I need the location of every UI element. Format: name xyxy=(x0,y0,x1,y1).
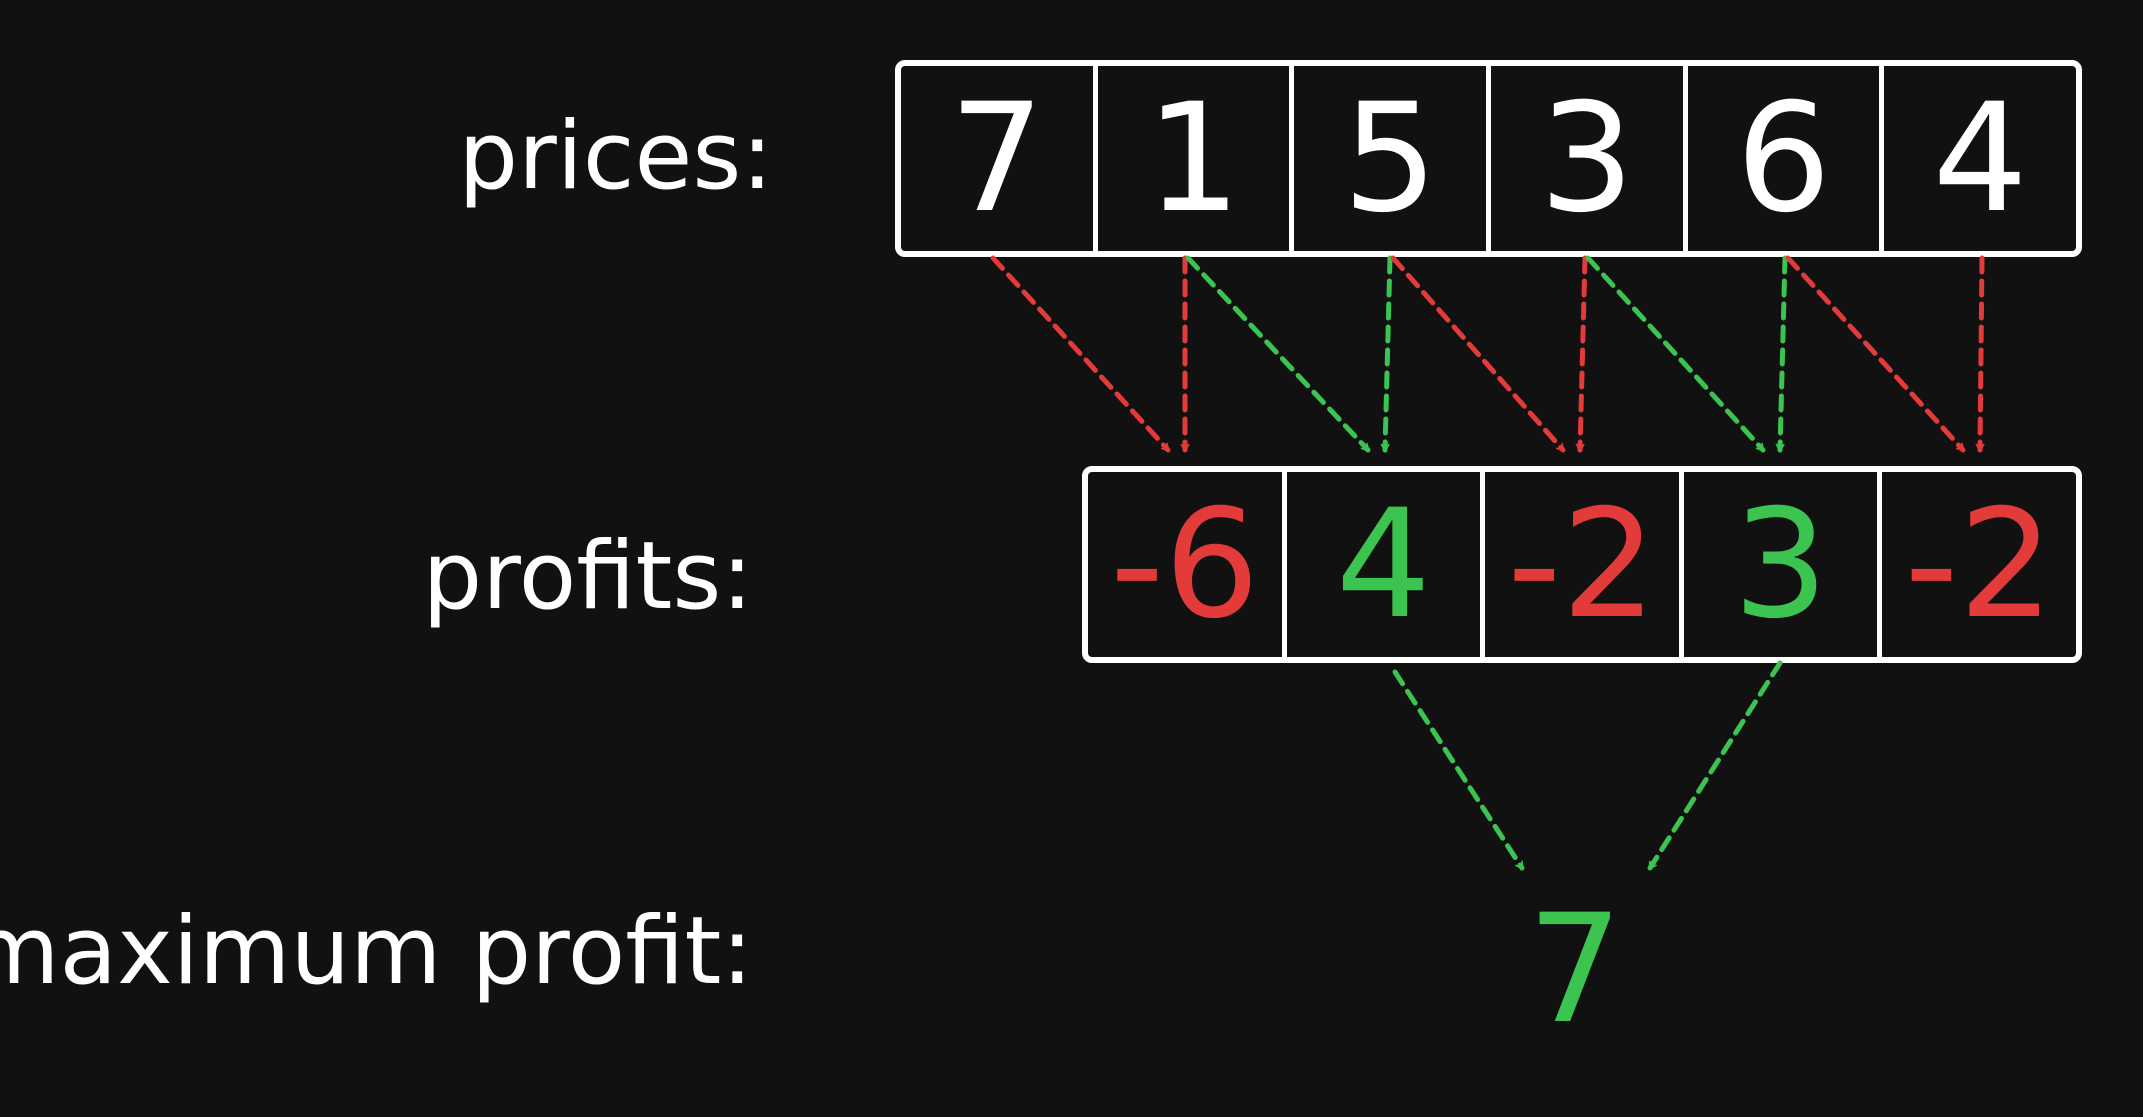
arrow-vertical xyxy=(1775,255,1788,453)
profit-cell: -6 xyxy=(1088,472,1287,657)
arrow-diagonal xyxy=(1585,255,1766,453)
arrow-diagonal xyxy=(1185,255,1371,453)
arrow-diagonal xyxy=(990,255,1171,453)
price-cell: 1 xyxy=(1098,66,1295,251)
profit-cell: 4 xyxy=(1287,472,1486,657)
price-cell: 4 xyxy=(1932,71,2028,246)
arrow-vertical xyxy=(1380,255,1393,453)
arrow-to-max xyxy=(1647,660,1783,871)
arrow-vertical xyxy=(1975,255,1985,453)
maximum-profit-value: 7 xyxy=(1527,883,1623,1057)
prices-label: prices: xyxy=(458,102,773,211)
arrow-diagonal xyxy=(1785,255,1966,453)
profit-cell: 3 xyxy=(1684,472,1883,657)
price-cell: 3 xyxy=(1491,66,1688,251)
prices-array: 7 1 5 3 6 4 xyxy=(895,60,2082,257)
profits-array: -6 4 -2 3 -2 xyxy=(1082,466,2082,663)
maximum-profit-label: maximum profit: xyxy=(0,897,753,1006)
arrow-vertical xyxy=(1575,255,1588,453)
price-cell: 6 xyxy=(1688,66,1885,251)
profits-label: profits: xyxy=(422,522,753,631)
arrow-diagonal xyxy=(1390,255,1566,453)
price-cell: 7 xyxy=(901,66,1098,251)
profit-cell: -2 xyxy=(1485,472,1684,657)
price-cell: 5 xyxy=(1294,66,1492,251)
arrow-to-max xyxy=(1392,669,1525,871)
profit-cell: -2 xyxy=(1904,477,2054,652)
